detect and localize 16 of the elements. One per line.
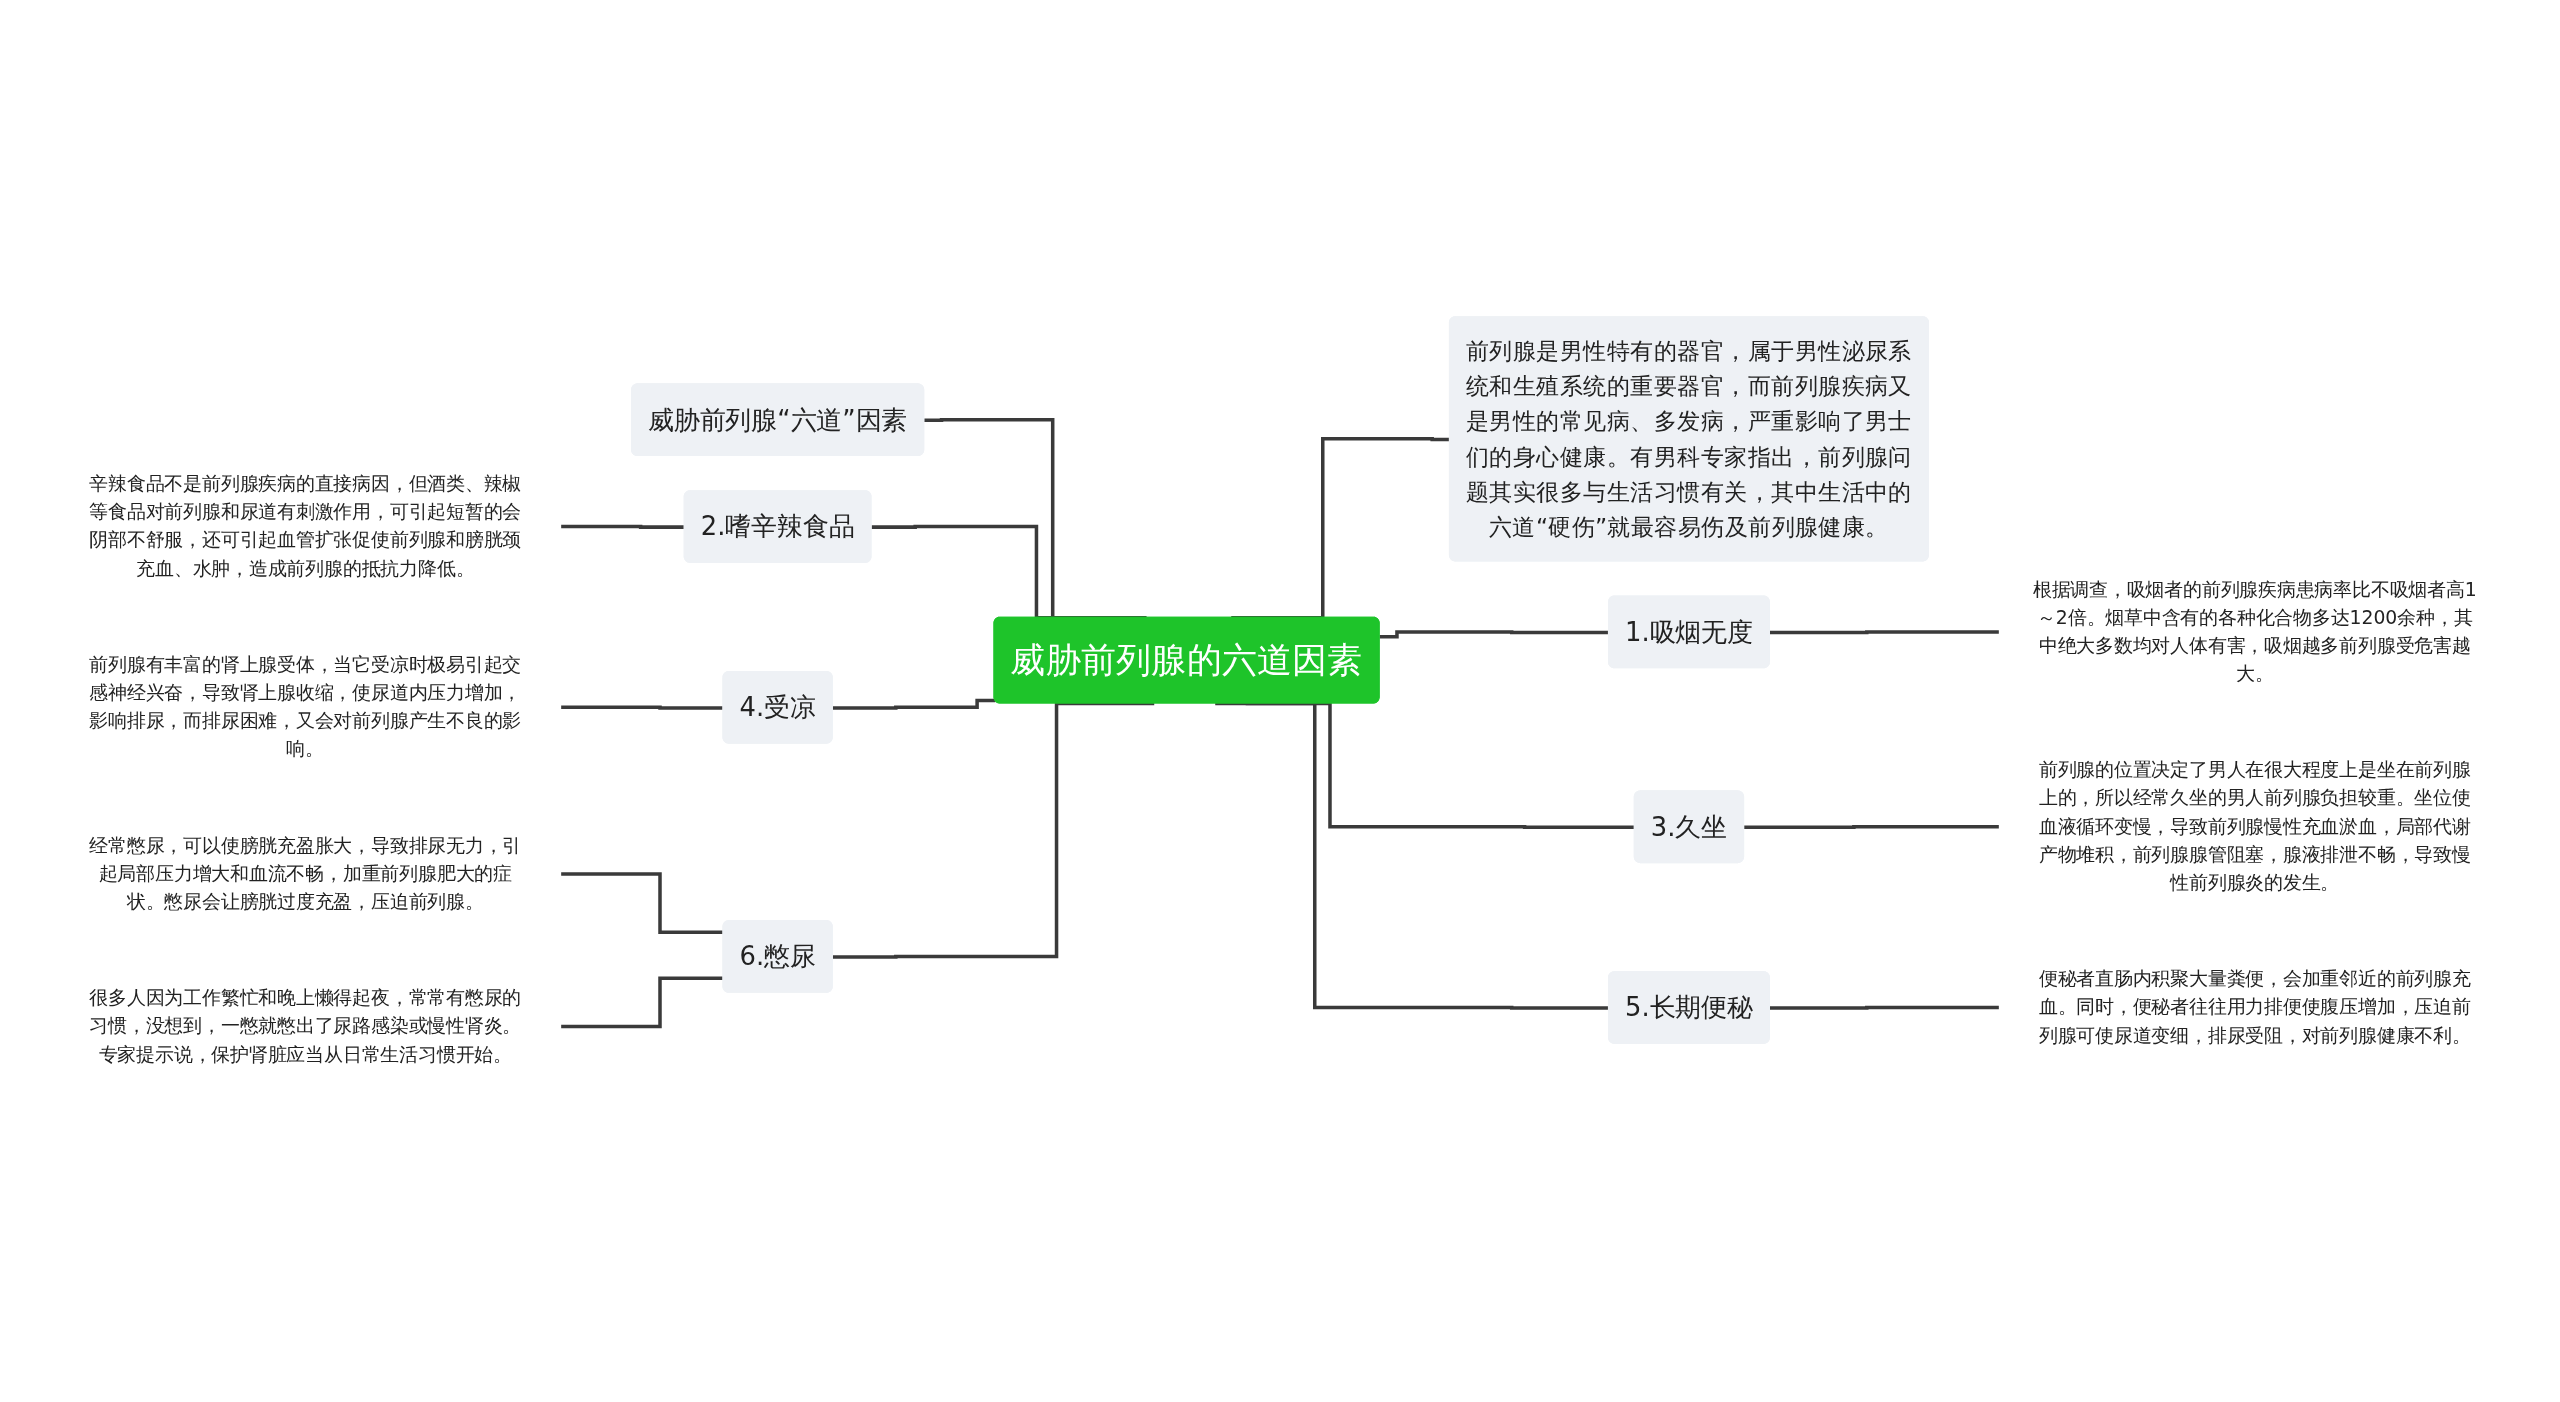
connector <box>832 698 996 710</box>
connector <box>561 872 724 934</box>
connector <box>1769 630 1999 635</box>
node-text: 很多人因为工作繁忙和晚上懒得起夜，常常有憋尿的习惯，没想到，一憋就憋出了尿路感染或慢性肾炎。专家提示说，保护肾脏应当从日常生活习惯开始。 <box>89 986 522 1066</box>
node-text: 前列腺有丰富的肾上腺受体，当它受凉时极易引起交感神经兴奋，导致肾上腺收缩，使尿道内压力增加，影响排尿，而排尿困难，又会对前列腺产生不良的影响。 <box>89 653 522 761</box>
node-text: 前列腺的位置决定了男人在很大程度上是坐在前列腺上的，所以经常久坐的男人前列腺负担较重。坐位使血液循环变慢，导致前列腺慢性充血淤血，局部代谢产物堆积，前列腺腺管阻塞，腺液排泄不畅，导致慢性前列腺炎的发生。 <box>2038 758 2471 894</box>
node-text: 根据调查，吸烟者的前列腺疾病患病率比不吸烟者高1～2倍。烟草中含有的各种化合物多达1200余种，其中绝大多数均对人体有害，吸烟越多前列腺受危害越大。 <box>2032 577 2477 685</box>
connector <box>1769 1005 1999 1010</box>
connector <box>1744 825 1999 830</box>
node-text: 便秘者直肠内积聚大量粪便，会加重邻近的前列腺充血。同时，便秘者往往用力排便使腹压增加，压迫前列腺可使尿道变细，排尿受阻，对前列腺健康不利。 <box>2038 967 2471 1047</box>
connector <box>561 976 724 1029</box>
connector <box>561 524 685 529</box>
node-text: 辛辣食品不是前列腺疾病的直接病因，但酒类、辣椒等食品对前列腺和尿道有刺激作用，可引起短暂的会阴部不舒服，还可引起血管扩张促使前列腺和膀胱颈充血、水肿，造成前列腺的抵抗力降低。 <box>89 472 522 580</box>
node-text: 经常憋尿，可以使膀胱充盈胀大，导致排尿无力，引起局部压力增大和血流不畅，加重前列腺肥大的症状。憋尿会让膀胱过度充盈，压迫前列腺。 <box>89 834 522 913</box>
connector <box>561 705 724 710</box>
connector <box>832 701 1155 959</box>
